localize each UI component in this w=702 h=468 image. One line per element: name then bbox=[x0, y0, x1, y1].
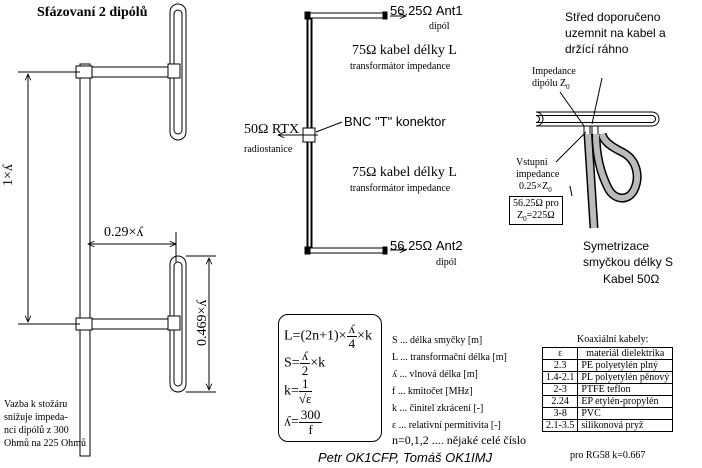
cables-caption: Koaxiální kabely: bbox=[577, 334, 649, 345]
cables-footer: pro RG58 k=0.667 bbox=[570, 450, 646, 461]
material-cell: EP etylén-propylén bbox=[577, 395, 674, 408]
formula-k: k=1√ε bbox=[284, 376, 312, 406]
eps-cell: 2.3 bbox=[541, 359, 579, 372]
phasing-harness bbox=[278, 11, 406, 255]
lower-boom bbox=[79, 318, 173, 330]
mast-assembly bbox=[18, 3, 216, 457]
formula-box bbox=[278, 314, 382, 442]
mast-distance-label: 1×ʎ bbox=[1, 164, 16, 186]
balun-loop bbox=[535, 77, 660, 229]
rtx-sub: radiostanice bbox=[244, 144, 293, 155]
ant1-label: 56.25Ω Ant1 bbox=[390, 3, 463, 18]
material-cell: PTFE teflon bbox=[577, 383, 674, 396]
rtx-label: 50Ω RTX bbox=[244, 122, 300, 137]
tee-label: BNC "T" konektor bbox=[344, 114, 446, 129]
upper-boom bbox=[79, 66, 173, 78]
ant2-label: 56.25Ω Ant2 bbox=[390, 238, 463, 253]
material-cell: PVC bbox=[577, 407, 674, 420]
eps-cell: 2-3 bbox=[541, 383, 579, 396]
n-note: n=0,1,2 .... nějaké celé číslo bbox=[392, 433, 527, 447]
mast bbox=[79, 63, 91, 457]
diagram-title: Sfázovaní 2 dipólů bbox=[37, 5, 148, 20]
cable-top-label: 75Ω kabel délky L bbox=[352, 43, 457, 58]
material-cell: PE polyetylén plný bbox=[577, 359, 674, 372]
col-material: materiál dielektrika bbox=[577, 347, 674, 360]
eps-cell: 3-8 bbox=[541, 407, 579, 420]
cable-top-sub: transformátor impedance bbox=[350, 61, 451, 72]
impedance-equation-box: 56.25Ω pro Z0=225Ω bbox=[509, 196, 563, 225]
authors: Petr OK1CFP, Tomáš OK1IMJ bbox=[318, 450, 493, 465]
eps-cell: 1.4-2.1 bbox=[541, 371, 579, 384]
material-cell: PL polyetylén pěnový bbox=[577, 371, 674, 384]
eps-cell: 2.1-3.5 bbox=[541, 419, 579, 432]
boom-spacing-label: 0.29×ʎ bbox=[104, 225, 144, 240]
ant1-sub: dipól bbox=[429, 21, 450, 32]
eps-cell: 2.24 bbox=[541, 395, 579, 408]
cable-bottom-sub: transformátor impedance bbox=[350, 183, 451, 194]
col-eps: ε bbox=[541, 347, 579, 360]
cable-bottom-label: 75Ω kabel délky L bbox=[352, 165, 457, 180]
dipole-length-label: 0.469×ʎ bbox=[195, 299, 210, 346]
ant2-sub: dipól bbox=[436, 257, 457, 268]
material-cell: silikonová pryž bbox=[577, 419, 674, 432]
